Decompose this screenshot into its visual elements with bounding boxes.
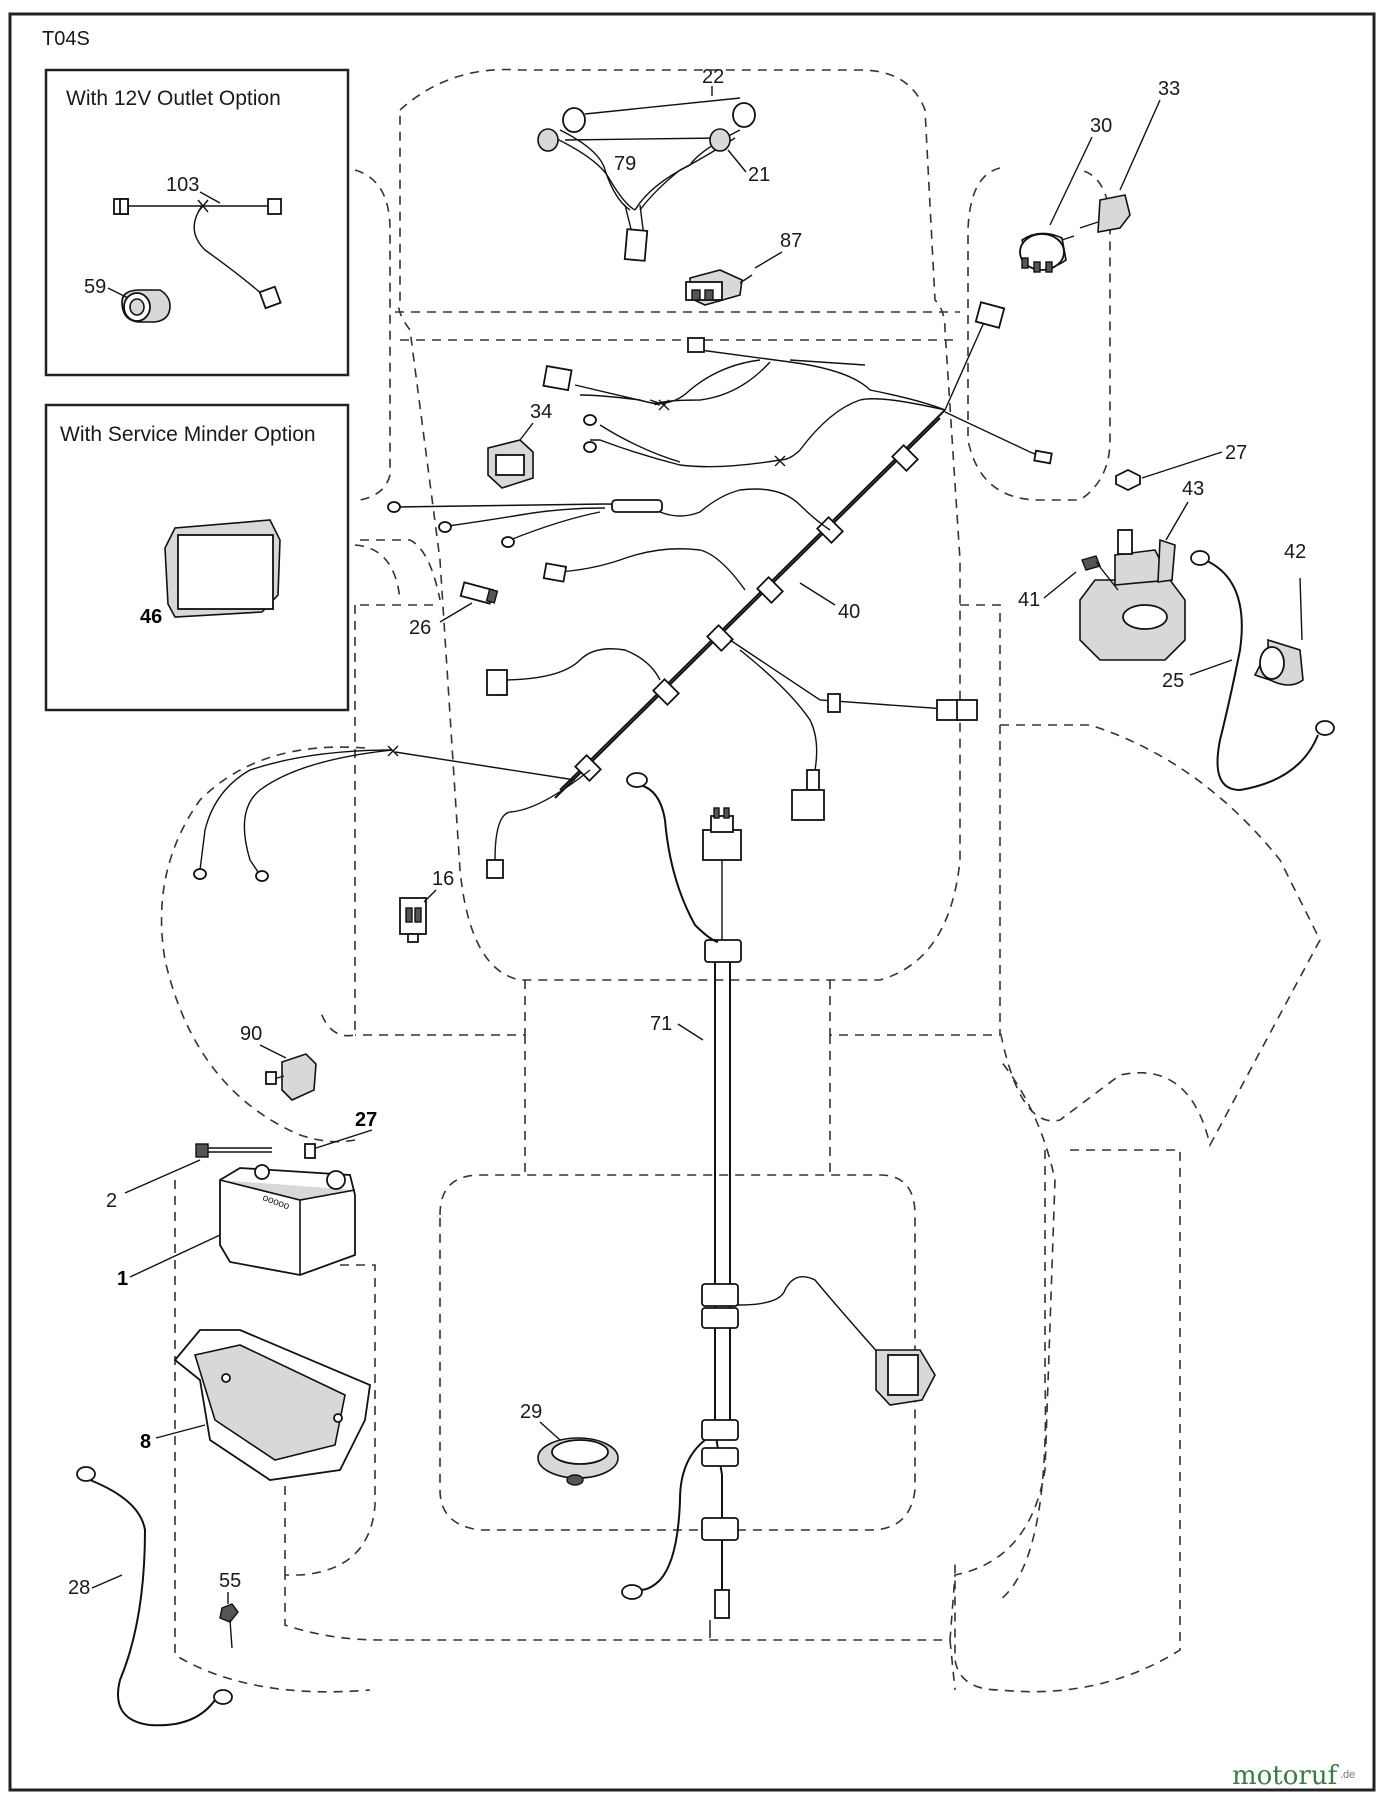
callout-46: 46 bbox=[140, 606, 162, 628]
tractor-outline bbox=[160, 68, 1321, 1693]
callout-2: 2 bbox=[106, 1190, 117, 1212]
ignition-switch-icon bbox=[1019, 232, 1075, 273]
callout-22: 22 bbox=[702, 66, 724, 88]
callout-34: 34 bbox=[530, 401, 552, 423]
callout-16: 16 bbox=[432, 868, 454, 890]
callout-29: 29 bbox=[520, 1401, 542, 1423]
callout-103: 103 bbox=[166, 174, 199, 196]
boot-cover-icon bbox=[1253, 638, 1304, 686]
battery-tray-icon bbox=[173, 1329, 371, 1481]
svg-text:.de: .de bbox=[1340, 1769, 1355, 1781]
callout-26: 26 bbox=[409, 617, 431, 639]
page-frame bbox=[8, 12, 1376, 1792]
callout-27-top: 27 bbox=[1225, 442, 1247, 464]
plug-icon bbox=[265, 1053, 317, 1101]
callout-33: 33 bbox=[1158, 78, 1180, 100]
grommet-icon bbox=[537, 1437, 619, 1486]
inset-service-minder: With Service Minder Option bbox=[44, 403, 350, 712]
callout-59: 59 bbox=[84, 276, 106, 298]
callout-8: 8 bbox=[140, 1431, 151, 1453]
fuse-icon bbox=[459, 581, 499, 605]
callout-30: 30 bbox=[1090, 115, 1112, 137]
svg-text:motoruf: motoruf bbox=[1232, 1761, 1340, 1791]
callout-40: 40 bbox=[838, 601, 860, 623]
callout-55: 55 bbox=[219, 1570, 241, 1592]
callout-90: 90 bbox=[240, 1023, 262, 1045]
callout-25: 25 bbox=[1162, 670, 1184, 692]
battery-cable-negative bbox=[76, 1466, 233, 1727]
callout-43: 43 bbox=[1182, 478, 1204, 500]
rear-harness bbox=[621, 772, 936, 1638]
main-wire-harness bbox=[193, 301, 1053, 882]
battery-icon: ooooo bbox=[219, 1164, 356, 1276]
rocker-switch-icon bbox=[487, 439, 534, 489]
ground-screw-icon bbox=[219, 1603, 239, 1649]
callout-1: 1 bbox=[117, 1268, 128, 1290]
callout-87: 87 bbox=[780, 230, 802, 252]
relay-icon bbox=[685, 269, 753, 306]
inset-12v-outlet-title: With 12V Outlet Option bbox=[66, 87, 281, 110]
callout-27-battery: 27 bbox=[355, 1109, 377, 1131]
bolt-icon bbox=[1081, 555, 1119, 591]
callout-71: 71 bbox=[650, 1013, 672, 1035]
callout-21: 21 bbox=[748, 164, 770, 186]
callout-41: 41 bbox=[1018, 589, 1040, 611]
battery-bolt bbox=[195, 1143, 316, 1159]
switch-connector-icon bbox=[399, 897, 427, 943]
inset-12v-outlet: With 12V Outlet Option bbox=[44, 68, 350, 377]
inset-service-minder-title: With Service Minder Option bbox=[60, 423, 316, 446]
battery-cable-positive bbox=[1190, 550, 1335, 792]
callout-28: 28 bbox=[68, 1577, 90, 1599]
headlight-harness bbox=[537, 97, 756, 262]
callout-79: 79 bbox=[614, 153, 636, 175]
ignition-key-icon bbox=[1079, 194, 1131, 233]
starter-solenoid bbox=[1079, 468, 1186, 661]
watermark-logo: motoruf .de bbox=[1232, 1761, 1355, 1791]
callout-42: 42 bbox=[1284, 541, 1306, 563]
page-code: T04S bbox=[42, 28, 90, 50]
